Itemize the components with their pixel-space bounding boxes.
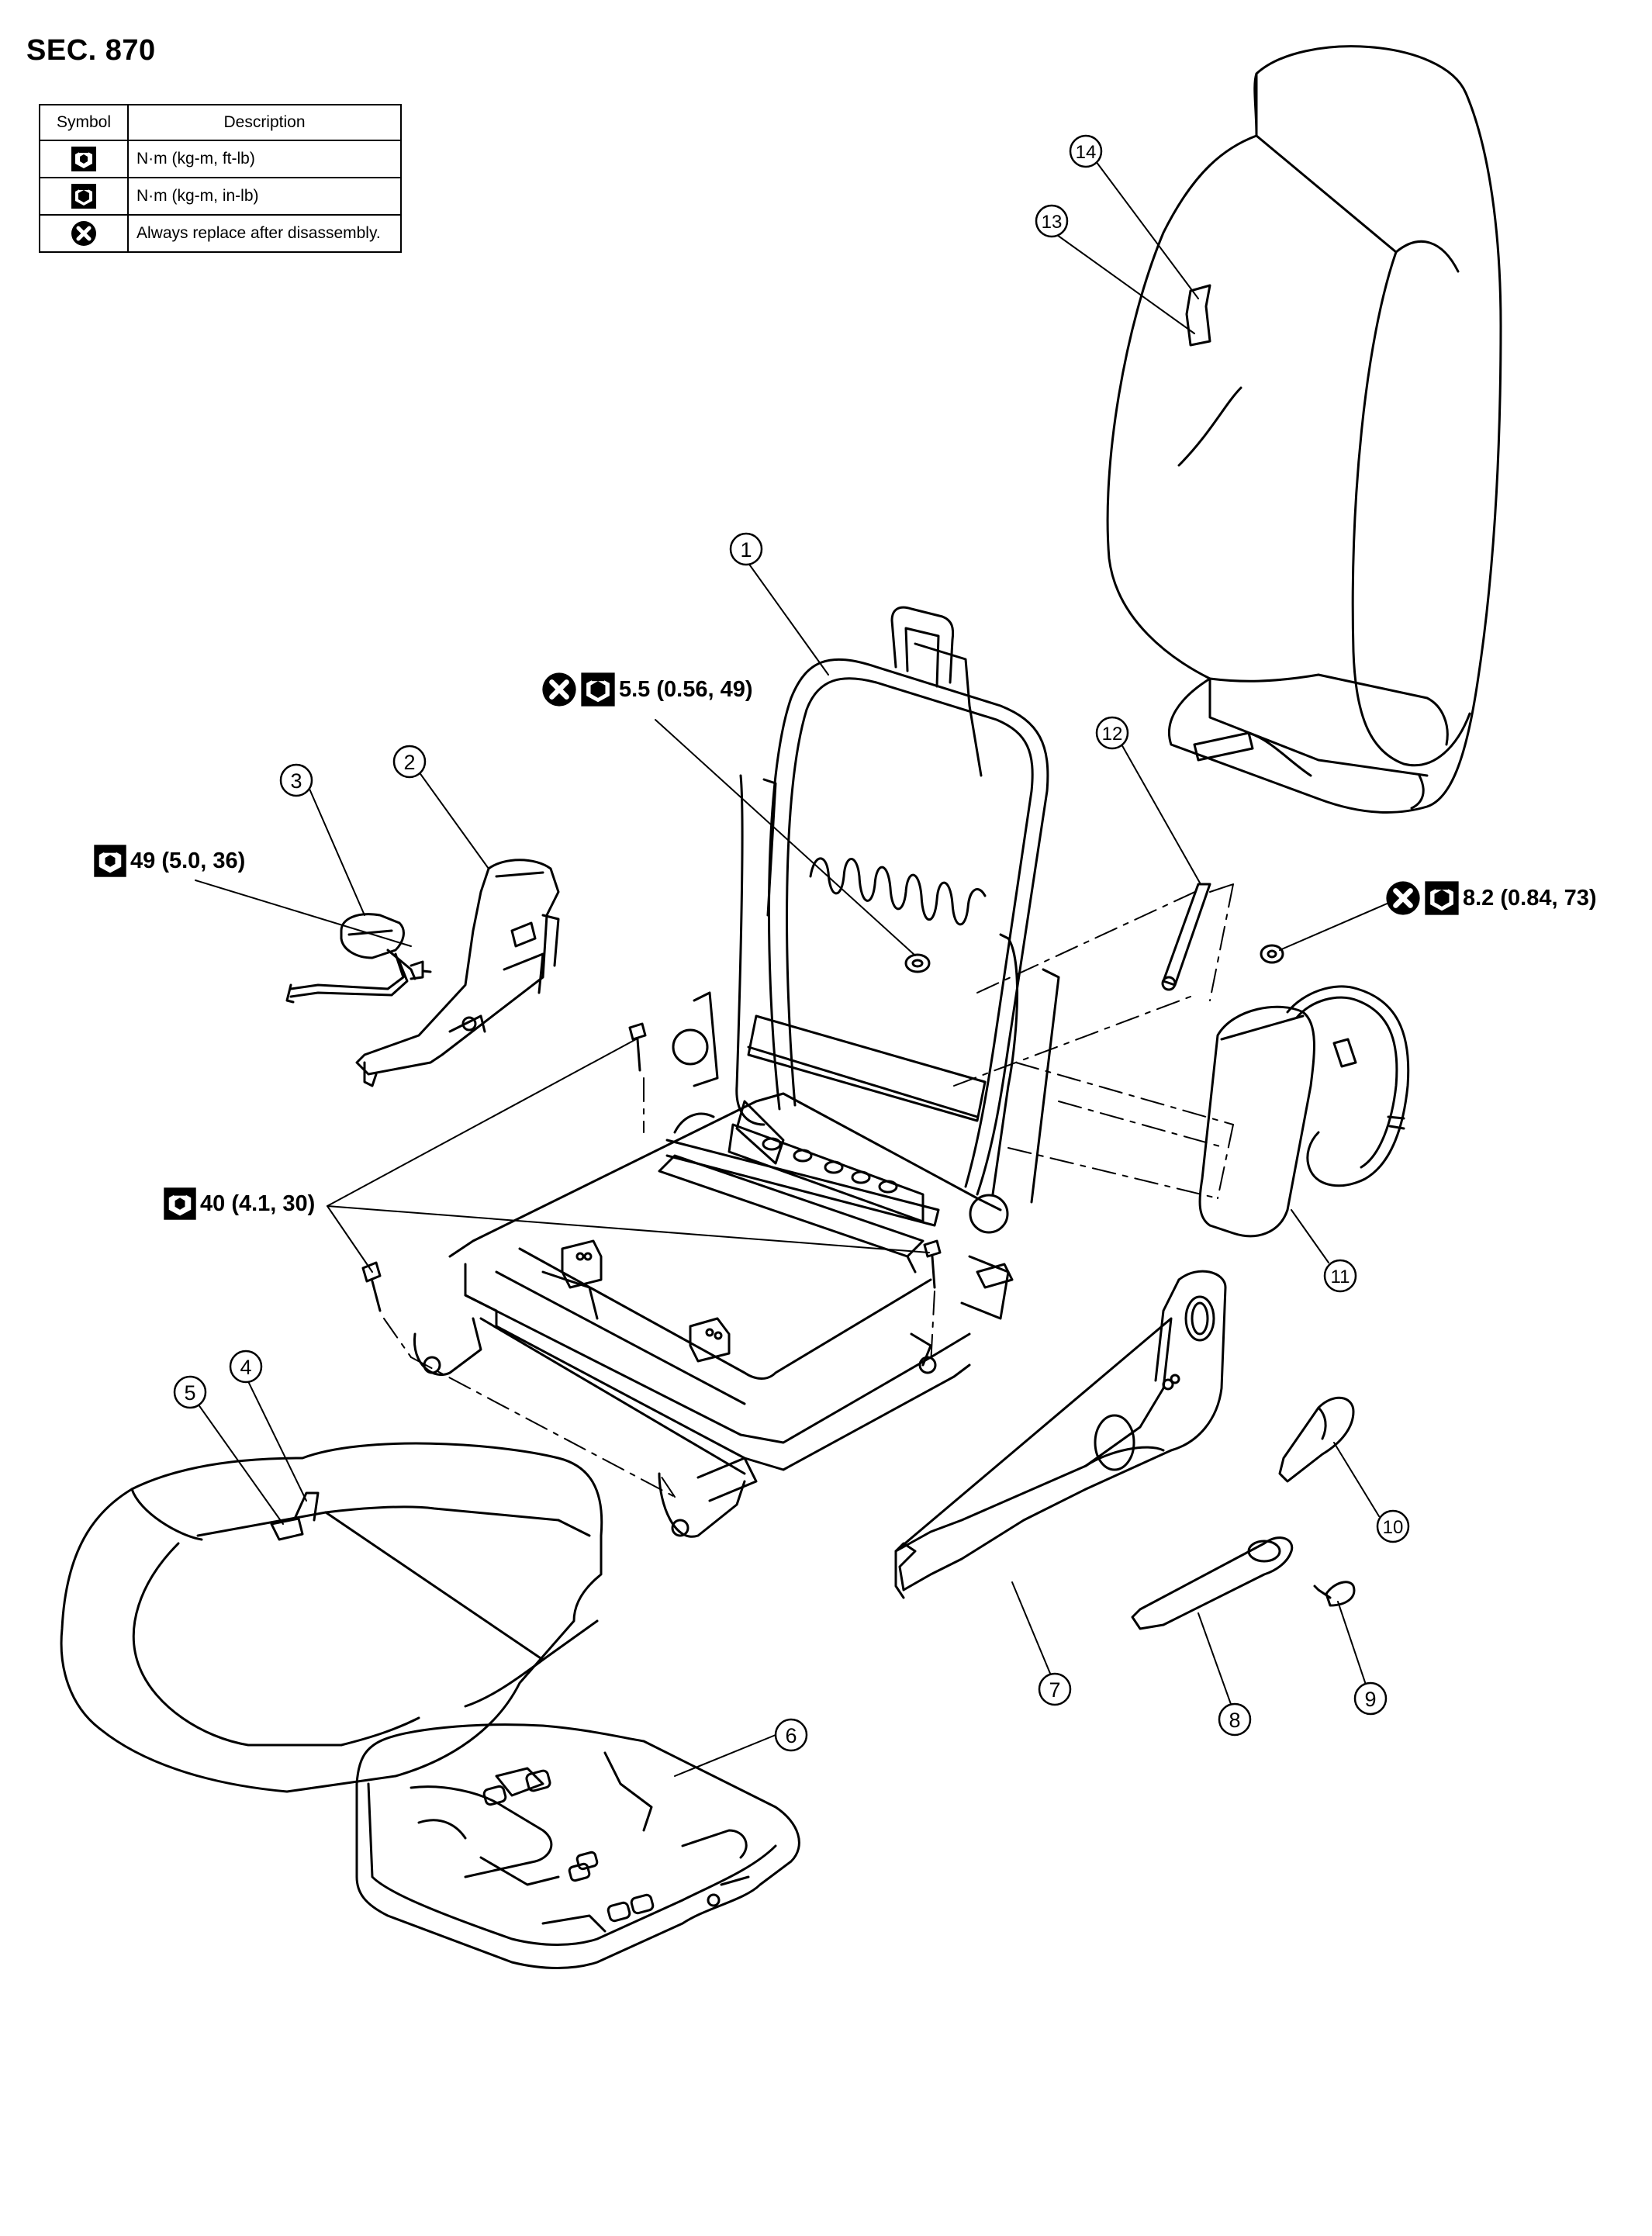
callout-11: 11 xyxy=(1323,1259,1357,1293)
symbol-legend: Symbol Description N·m (kg-m, ft-lb) xyxy=(39,104,402,253)
callout-8: 8 xyxy=(1218,1702,1252,1737)
frame-bolt xyxy=(923,1239,942,1289)
torque-nut-open-icon xyxy=(164,1187,196,1220)
callout-10: 10 xyxy=(1376,1509,1410,1543)
legend-header-description: Description xyxy=(127,104,402,141)
seat-cushion-side-bracket xyxy=(355,859,560,1087)
svg-text:2: 2 xyxy=(403,751,415,774)
torque-value: 49 (5.0, 36) xyxy=(130,848,246,873)
callout-3: 3 xyxy=(279,763,313,797)
legend-header-symbol: Symbol xyxy=(39,104,129,141)
legend-description: Always replace after disassembly. xyxy=(127,214,402,253)
svg-text:1: 1 xyxy=(740,538,752,562)
seat-cushion-trim xyxy=(60,1442,603,1793)
callout-14: 14 xyxy=(1069,134,1103,168)
legend-symbol-cell xyxy=(39,214,129,253)
torque-nut-open-icon xyxy=(71,147,96,171)
svg-text:12: 12 xyxy=(1102,724,1123,745)
always-replace-icon xyxy=(1386,881,1420,915)
legend-symbol-cell xyxy=(39,177,129,216)
recliner-lever-knob xyxy=(1278,1396,1355,1483)
svg-text:11: 11 xyxy=(1331,1267,1350,1287)
frame-bolt xyxy=(361,1261,382,1312)
callout-6: 6 xyxy=(774,1718,808,1752)
torque-nut-filled-icon xyxy=(581,672,615,707)
torque-value: 5.5 (0.56, 49) xyxy=(619,676,753,702)
torque-value: 8.2 (0.84, 73) xyxy=(1463,885,1597,911)
svg-text:14: 14 xyxy=(1076,142,1097,163)
svg-text:4: 4 xyxy=(240,1356,251,1379)
seat-frame xyxy=(413,606,1060,1538)
frame-bolt xyxy=(628,1022,647,1072)
torque-nut-filled-icon xyxy=(71,184,96,209)
always-replace-icon xyxy=(71,221,96,246)
callout-9: 9 xyxy=(1353,1681,1388,1716)
legend-symbol-cell xyxy=(39,140,129,178)
svg-text:3: 3 xyxy=(290,769,302,793)
side-airbag-module xyxy=(1198,985,1410,1238)
torque-spec-seat-frame-bolts: 40 (4.1, 30) xyxy=(163,1187,315,1221)
svg-text:8: 8 xyxy=(1229,1709,1240,1732)
seat-cushion-outer-finisher xyxy=(894,1270,1227,1599)
callout-13: 13 xyxy=(1035,204,1069,238)
torque-nut-filled-icon xyxy=(1425,881,1459,915)
seat-belt-buckle xyxy=(285,913,432,1004)
callout-7: 7 xyxy=(1038,1672,1072,1706)
callout-5: 5 xyxy=(173,1375,207,1409)
seat-cushion-pad xyxy=(355,1723,800,1969)
svg-text:7: 7 xyxy=(1049,1678,1060,1702)
torque-nut-open-icon xyxy=(94,845,126,877)
backrest-bracket-rod xyxy=(1161,883,1211,991)
callout-4: 4 xyxy=(229,1350,263,1384)
svg-text:6: 6 xyxy=(785,1724,797,1747)
airbag-nut xyxy=(1260,944,1284,964)
label-tag-13-14 xyxy=(1185,284,1211,347)
torque-spec-backrest-nut: 5.5 (0.56, 49) xyxy=(541,672,753,707)
backrest-nut xyxy=(904,953,931,973)
svg-text:5: 5 xyxy=(184,1381,195,1405)
recliner-lever xyxy=(1131,1536,1294,1630)
svg-text:13: 13 xyxy=(1042,212,1063,233)
seatback-trim-cover xyxy=(1106,45,1502,814)
section-number: SEC. 870 xyxy=(26,34,156,67)
callout-1: 1 xyxy=(729,532,763,566)
svg-text:10: 10 xyxy=(1383,1517,1404,1538)
callout-2: 2 xyxy=(392,745,427,779)
lever-clip xyxy=(1313,1581,1356,1607)
svg-text:9: 9 xyxy=(1364,1688,1376,1711)
legend-description: N·m (kg-m, in-lb) xyxy=(127,177,402,216)
always-replace-icon xyxy=(542,672,576,707)
torque-spec-side-airbag-nut: 8.2 (0.84, 73) xyxy=(1385,880,1597,916)
torque-spec-buckle-bolt: 49 (5.0, 36) xyxy=(93,844,245,878)
torque-value: 40 (4.1, 30) xyxy=(200,1191,316,1216)
callout-12: 12 xyxy=(1095,716,1129,750)
callouts: 1 2 3 4 5 6 7 8 9 10 11 12 13 14 xyxy=(173,134,1410,1752)
legend-description: N·m (kg-m, ft-lb) xyxy=(127,140,402,178)
